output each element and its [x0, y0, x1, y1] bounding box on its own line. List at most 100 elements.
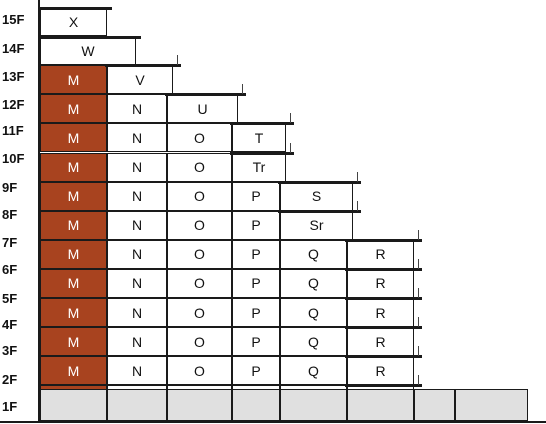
unit-cell: M [40, 65, 107, 95]
unit-cell: P [232, 356, 280, 386]
unit-cell: R [347, 327, 414, 357]
roof-slab [38, 7, 112, 10]
unit-cell: P [232, 327, 280, 357]
unit-cell: M [40, 239, 107, 269]
unit-cell: P [232, 181, 280, 211]
ground-floor-bay [280, 389, 347, 421]
roof-slab [345, 238, 422, 242]
roof-slab [230, 151, 294, 155]
unit-cell: O [167, 210, 232, 240]
unit-cell: Q [280, 327, 347, 357]
railing-marker [177, 55, 178, 66]
unit-cell: N [107, 210, 167, 240]
railing-marker [418, 375, 419, 386]
unit-cell: R [347, 356, 414, 386]
roof-slab [345, 384, 422, 388]
floor-label: 4F [2, 317, 18, 332]
railing-marker [418, 317, 419, 328]
unit-cell: Q [280, 268, 347, 298]
floor-label: 7F [2, 235, 18, 250]
railing-marker [357, 200, 358, 211]
floor-label: 14F [2, 41, 25, 56]
unit-cell: N [107, 298, 167, 328]
unit-cell: V [107, 65, 173, 95]
roof-slab [278, 180, 361, 184]
unit-cell: M [40, 356, 107, 386]
unit-cell: N [107, 123, 167, 153]
unit-cell: N [107, 94, 167, 124]
unit-cell: O [167, 298, 232, 328]
unit-cell: M [40, 181, 107, 211]
unit-cell: N [107, 356, 167, 386]
unit-cell: O [167, 327, 232, 357]
unit-cell: N [107, 239, 167, 269]
unit-cell: M [40, 123, 107, 153]
ground-floor-bay [167, 389, 232, 421]
roof-slab [345, 297, 422, 300]
unit-cell: O [167, 356, 232, 386]
floor-label: 11F [2, 123, 24, 138]
floor-label: 12F [2, 97, 25, 112]
floor-label: 1F [2, 399, 18, 414]
unit-cell: X [40, 7, 107, 37]
unit-cell: M [40, 298, 107, 328]
railing-marker [418, 288, 419, 298]
unit-cell: W [40, 36, 136, 66]
railing-marker [418, 229, 419, 240]
unit-cell: M [40, 268, 107, 298]
unit-cell: O [167, 123, 232, 153]
ground-floor-bay [414, 389, 455, 421]
unit-cell: O [167, 152, 232, 182]
roof-slab [105, 64, 181, 68]
ground-floor-bay [455, 389, 528, 421]
roof-slab [38, 36, 141, 39]
floor-label: 15F [2, 12, 25, 27]
roof-slab [345, 355, 422, 359]
roof-slab [345, 326, 422, 330]
floor-label: 9F [2, 180, 18, 195]
unit-cell: Q [280, 298, 347, 328]
roof-slab [278, 209, 361, 213]
ground-floor-bay [347, 389, 414, 421]
unit-cell: N [107, 268, 167, 298]
unit-cell: M [40, 152, 107, 182]
unit-cell: M [40, 327, 107, 357]
ground-floor-bay [107, 389, 167, 421]
unit-cell: S [280, 181, 353, 211]
floor-label: 8F [2, 207, 18, 222]
railing-marker [242, 84, 243, 95]
floor-label: 6F [2, 262, 18, 277]
unit-cell: N [107, 181, 167, 211]
floor-label: 3F [2, 343, 18, 358]
unit-cell: Q [280, 356, 347, 386]
unit-cell: P [232, 210, 280, 240]
unit-cell: Q [280, 239, 347, 269]
unit-cell: N [107, 152, 167, 182]
unit-cell: N [107, 327, 167, 357]
unit-cell: O [167, 268, 232, 298]
unit-cell: R [347, 239, 414, 269]
roof-slab [165, 93, 246, 97]
roof-slab [230, 122, 294, 126]
unit-cell: P [232, 268, 280, 298]
railing-marker [290, 113, 291, 124]
roof-slab [345, 267, 422, 271]
unit-cell: M [40, 94, 107, 124]
railing-marker [290, 142, 291, 153]
floor-label: 2F [2, 372, 18, 387]
unit-cell: O [167, 181, 232, 211]
unit-cell: O [167, 239, 232, 269]
railing-marker [418, 258, 419, 269]
unit-cell: T [232, 123, 286, 153]
floor-label: 5F [2, 291, 18, 306]
unit-cell: P [232, 239, 280, 269]
ground-floor-bay [40, 389, 107, 421]
unit-cell: M [40, 210, 107, 240]
railing-marker [357, 171, 358, 182]
floor-label: 10F [2, 151, 25, 166]
ground-floor-bay [232, 389, 280, 421]
ground-line [0, 421, 546, 423]
unit-cell: P [232, 298, 280, 328]
unit-cell: R [347, 298, 414, 328]
